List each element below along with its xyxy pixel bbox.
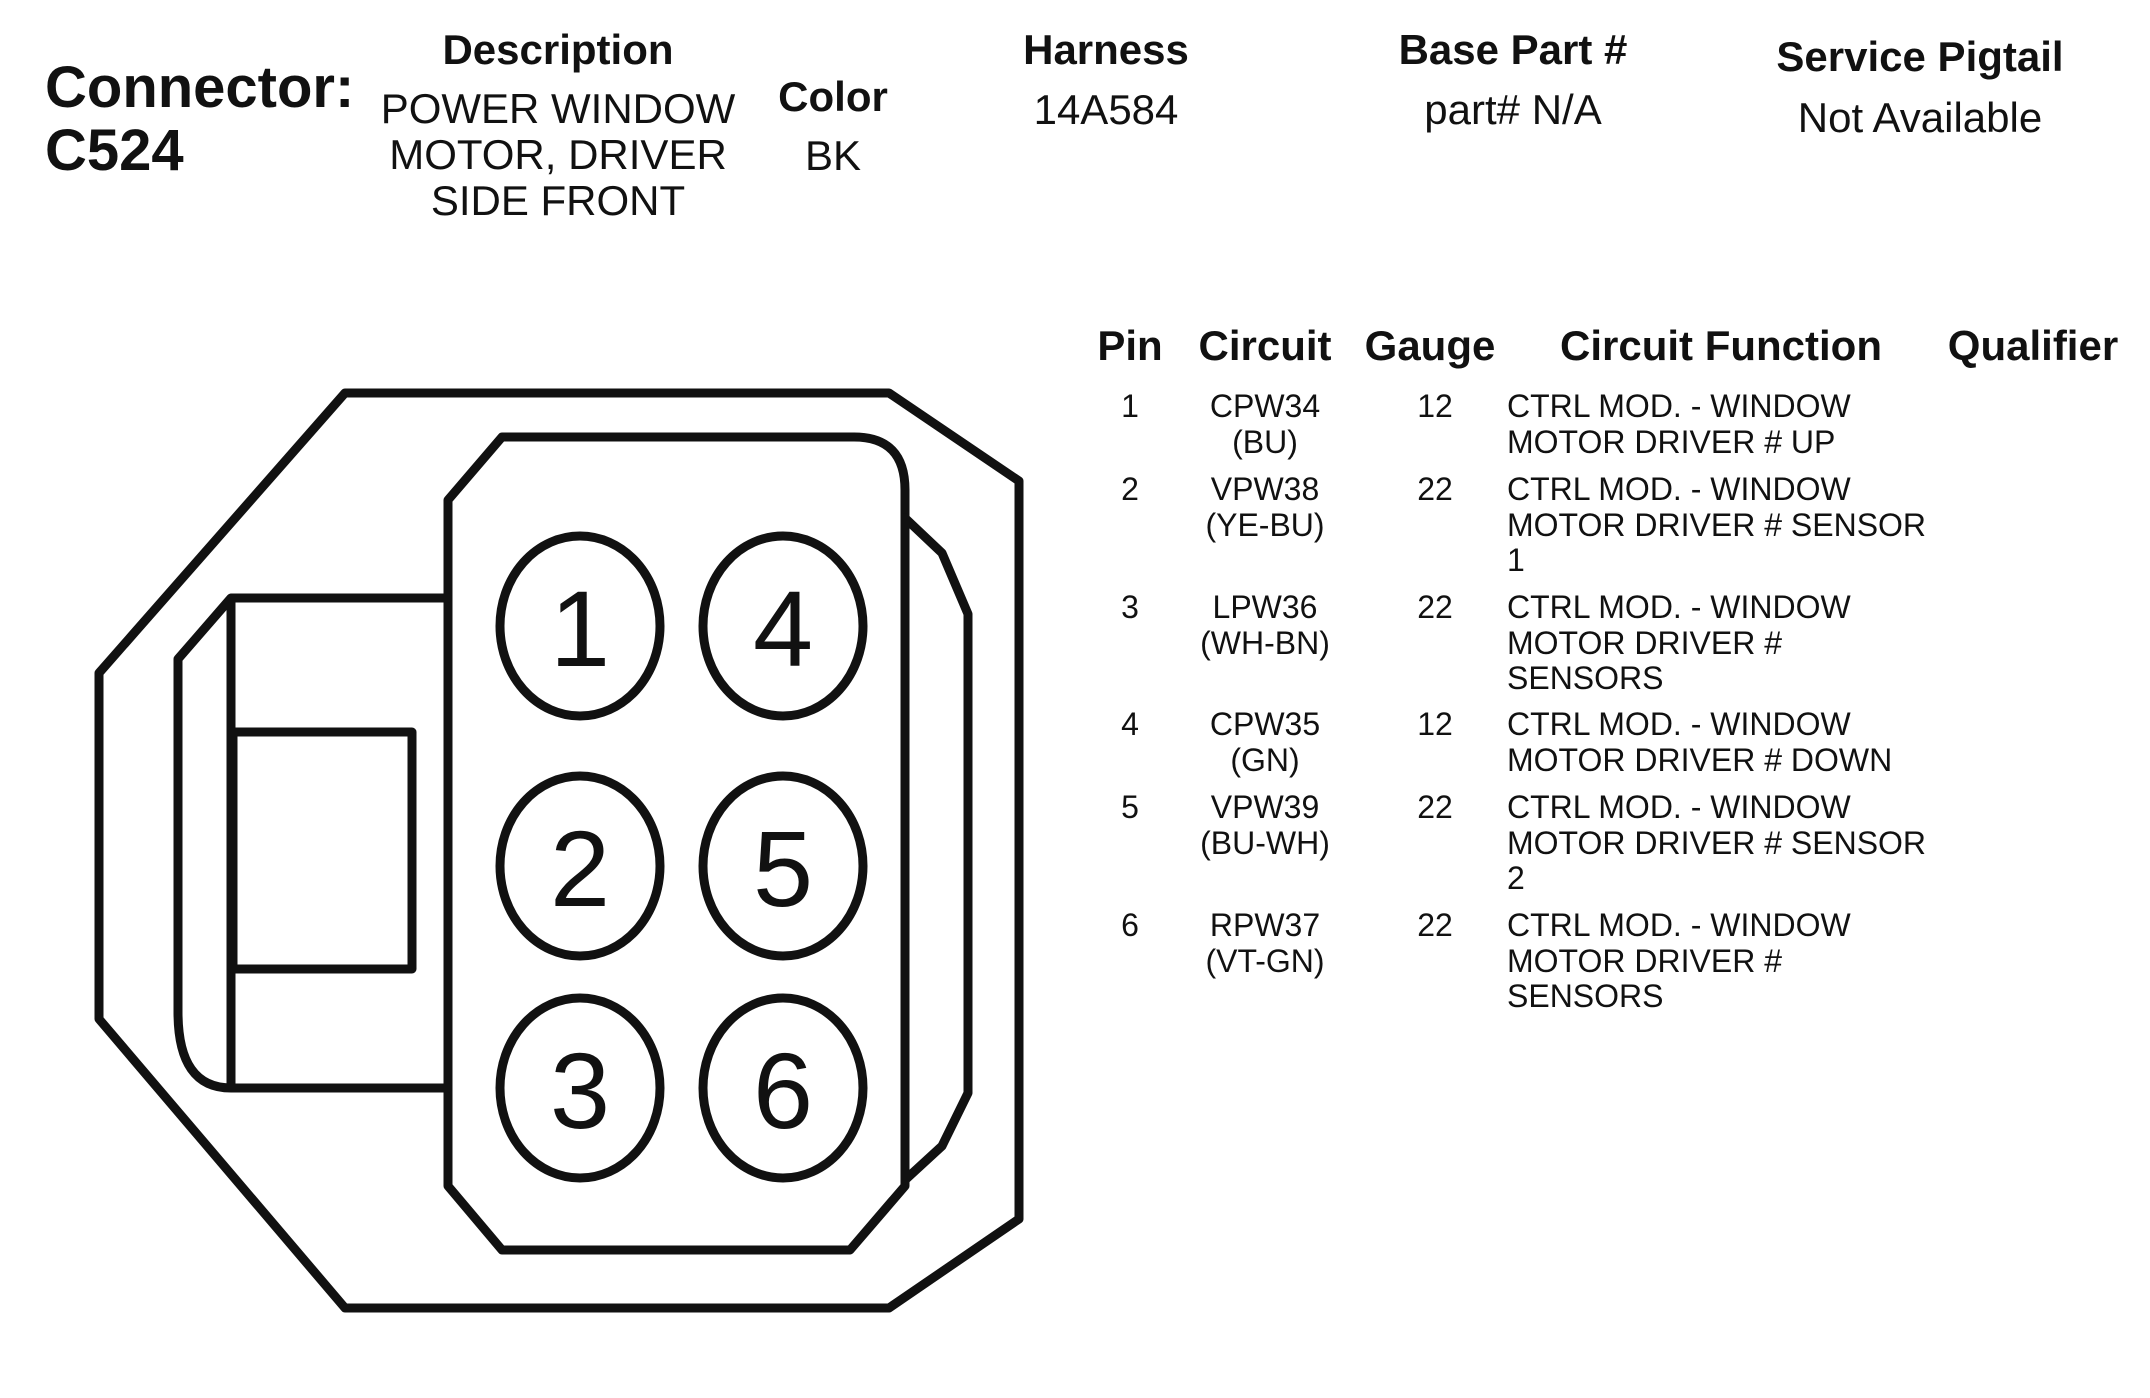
pin-cavity-1 <box>495 531 665 721</box>
harness-value: 14A584 <box>1033 86 1179 133</box>
circuit-cell: VPW39(BU-WH) <box>1175 789 1355 861</box>
function-line: MOTOR DRIVER # <box>1507 624 1782 661</box>
description-value: POWER WINDOW MOTOR, DRIVER SIDE FRONT <box>381 86 736 224</box>
wire-color: (YE-BU) <box>1205 506 1325 543</box>
gauge: 22 <box>1417 589 1453 625</box>
column-header-circuit-function: Circuit Function <box>1560 322 1882 369</box>
function-line: CTRL MOD. - WINDOW <box>1507 589 1851 625</box>
description-label: Description <box>442 26 674 73</box>
circuit-cell: RPW37(VT-GN) <box>1175 907 1355 979</box>
gauge: 22 <box>1417 471 1453 507</box>
connector-title: Connector: C524 <box>45 56 354 182</box>
service-pigtail-label: Service Pigtail <box>1776 33 2064 80</box>
column-header-gauge: Gauge <box>1364 322 1496 369</box>
description-line: SIDE FRONT <box>430 177 686 224</box>
circuit-code: CPW34 <box>1209 388 1321 424</box>
pin-number: 4 <box>1121 706 1139 742</box>
service-pigtail-value: Not Available <box>1797 94 2043 141</box>
function-line: SENSORS <box>1507 978 1664 1014</box>
circuit-code: VPW38 <box>1210 471 1320 507</box>
pin-label: 6 <box>753 1030 813 1151</box>
gauge: 12 <box>1417 388 1453 424</box>
pin-cavity-6 <box>698 993 868 1183</box>
connector-outer-shell <box>94 388 1024 1313</box>
base-part-value: part# N/A <box>1424 86 1602 133</box>
connector-lock-window <box>228 727 417 974</box>
function-line: MOTOR DRIVER # UP <box>1507 423 1836 460</box>
pin-label: 3 <box>550 1030 610 1151</box>
column-header-circuit: Circuit <box>1198 322 1332 369</box>
circuit-cell: CPW34(BU) <box>1175 388 1355 460</box>
wire-color: (BU) <box>1232 423 1298 460</box>
function-line: CTRL MOD. - WINDOW <box>1507 706 1851 742</box>
wire-color: (WH-BN) <box>1200 624 1330 661</box>
function-line: CTRL MOD. - WINDOW <box>1507 907 1851 943</box>
color-value: BK <box>804 132 862 179</box>
function-line: 1 <box>1507 542 1525 578</box>
connector-right-latch <box>900 513 973 1185</box>
gauge: 12 <box>1417 706 1453 742</box>
color-label: Color <box>778 73 888 120</box>
pin-number: 2 <box>1121 471 1139 507</box>
pin-cavity-4 <box>698 531 868 721</box>
connector-label: Connector: <box>45 55 355 120</box>
description-line: MOTOR, DRIVER <box>389 131 727 178</box>
circuit-cell: VPW38(YE-BU) <box>1175 471 1355 543</box>
function-line: SENSORS <box>1507 660 1664 696</box>
wire-color: (GN) <box>1230 741 1300 778</box>
pin-cavity-3 <box>495 993 665 1183</box>
pin-cavity-5 <box>698 771 868 961</box>
function-line: CTRL MOD. - WINDOW <box>1507 388 1851 424</box>
circuit-code: LPW36 <box>1212 589 1318 625</box>
pin-label: 5 <box>753 808 813 929</box>
circuit-code: RPW37 <box>1209 907 1321 943</box>
function-line: MOTOR DRIVER # SENSOR <box>1507 506 1927 543</box>
pin-label: 4 <box>753 568 813 689</box>
function-line: CTRL MOD. - WINDOW <box>1507 471 1851 507</box>
gauge: 22 <box>1417 789 1453 825</box>
function-line: MOTOR DRIVER # <box>1507 942 1782 979</box>
pin-number: 6 <box>1121 907 1139 943</box>
connector-id: C524 <box>45 118 184 183</box>
function-line: MOTOR DRIVER # SENSOR <box>1507 824 1927 861</box>
description-line: POWER WINDOW <box>380 85 736 132</box>
base-part-label: Base Part # <box>1398 26 1628 73</box>
pin-number: 1 <box>1121 388 1139 424</box>
circuit-code: CPW35 <box>1209 706 1321 742</box>
pin-cavity-2 <box>495 771 665 961</box>
connector-inner-housing <box>443 432 910 1255</box>
function-line: CTRL MOD. - WINDOW <box>1507 789 1851 825</box>
circuit-code: VPW39 <box>1210 789 1320 825</box>
pin-label: 1 <box>550 568 610 689</box>
circuit-cell: LPW36(WH-BN) <box>1175 589 1355 661</box>
pin-label: 2 <box>550 808 610 929</box>
harness-label: Harness <box>1023 26 1189 73</box>
pin-number: 3 <box>1121 589 1139 625</box>
wire-color: (VT-GN) <box>1205 942 1325 979</box>
function-line: 2 <box>1507 860 1525 896</box>
pin-number: 5 <box>1121 789 1139 825</box>
function-line: MOTOR DRIVER # DOWN <box>1507 741 1893 778</box>
column-header-qualifier: Qualifier <box>1947 322 2119 369</box>
wire-color: (BU-WH) <box>1200 824 1330 861</box>
gauge: 22 <box>1417 907 1453 943</box>
column-header-pin: Pin <box>1097 322 1163 369</box>
circuit-cell: CPW35(GN) <box>1175 706 1355 778</box>
